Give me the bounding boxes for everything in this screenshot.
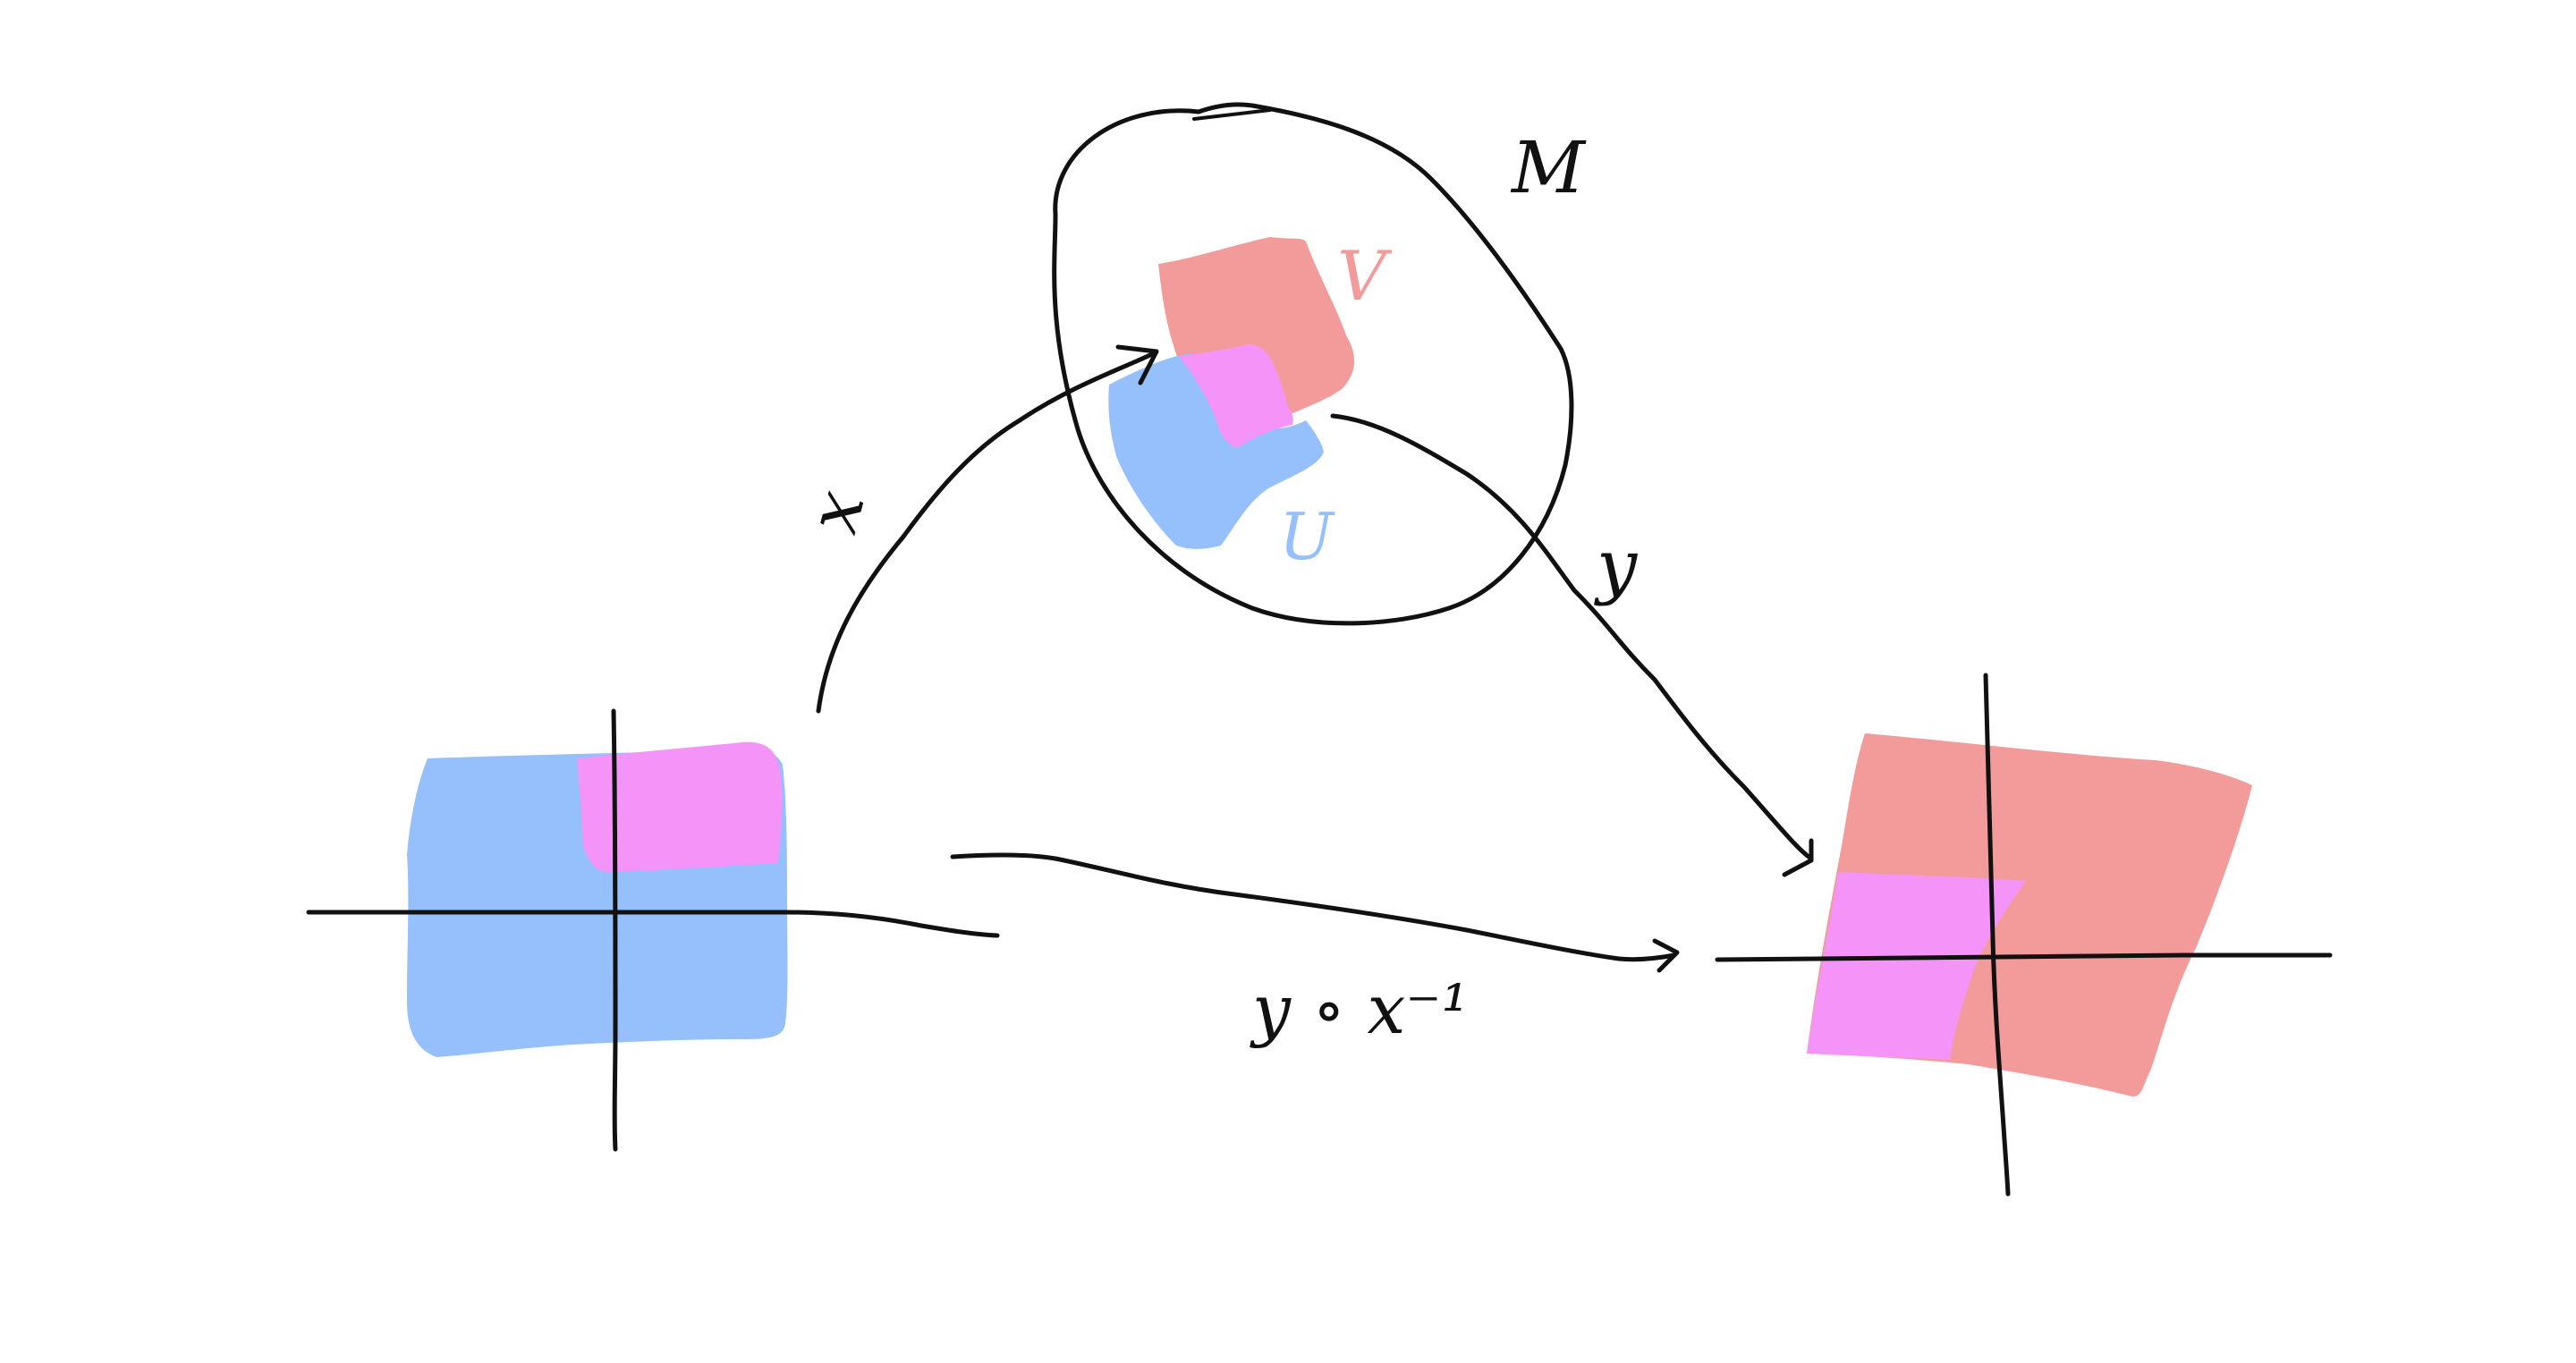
right-coordinate-plane [1715,673,2333,1197]
map-x-arrow [816,351,1157,714]
map-labels: x y y ∘ x⁻¹ [792,482,1639,1049]
right-x-axis [1715,952,2333,962]
left-x-axis [306,910,1000,938]
chart-u-region [1108,353,1324,549]
transition-label: y ∘ x⁻¹ [1250,969,1469,1049]
arrows [816,344,1814,973]
map-y-label: y [1594,524,1639,607]
manifold-label: M [1510,126,1587,209]
map-y-arrowhead [1782,838,1814,877]
map-y-arrow [1330,413,1814,861]
left-overlap-region [577,741,783,872]
transition-arrow [950,852,1677,962]
transition-arrowhead [1652,938,1680,973]
left-y-axis [611,708,618,1152]
manifold-outline [1052,102,1574,626]
chart-v-label: V [1337,236,1393,316]
right-overlap-region [1807,872,2026,1060]
manifold-outline-overstroke [1192,108,1272,121]
manifold-group: M V U [1052,102,1587,626]
chart-u-label: U [1279,499,1335,574]
left-coordinate-plane [306,708,1000,1152]
chart-overlap-region [1179,344,1293,447]
right-y-axis [1983,673,2011,1197]
map-x-arrowhead [1115,344,1159,385]
map-x-label: x [792,482,880,541]
